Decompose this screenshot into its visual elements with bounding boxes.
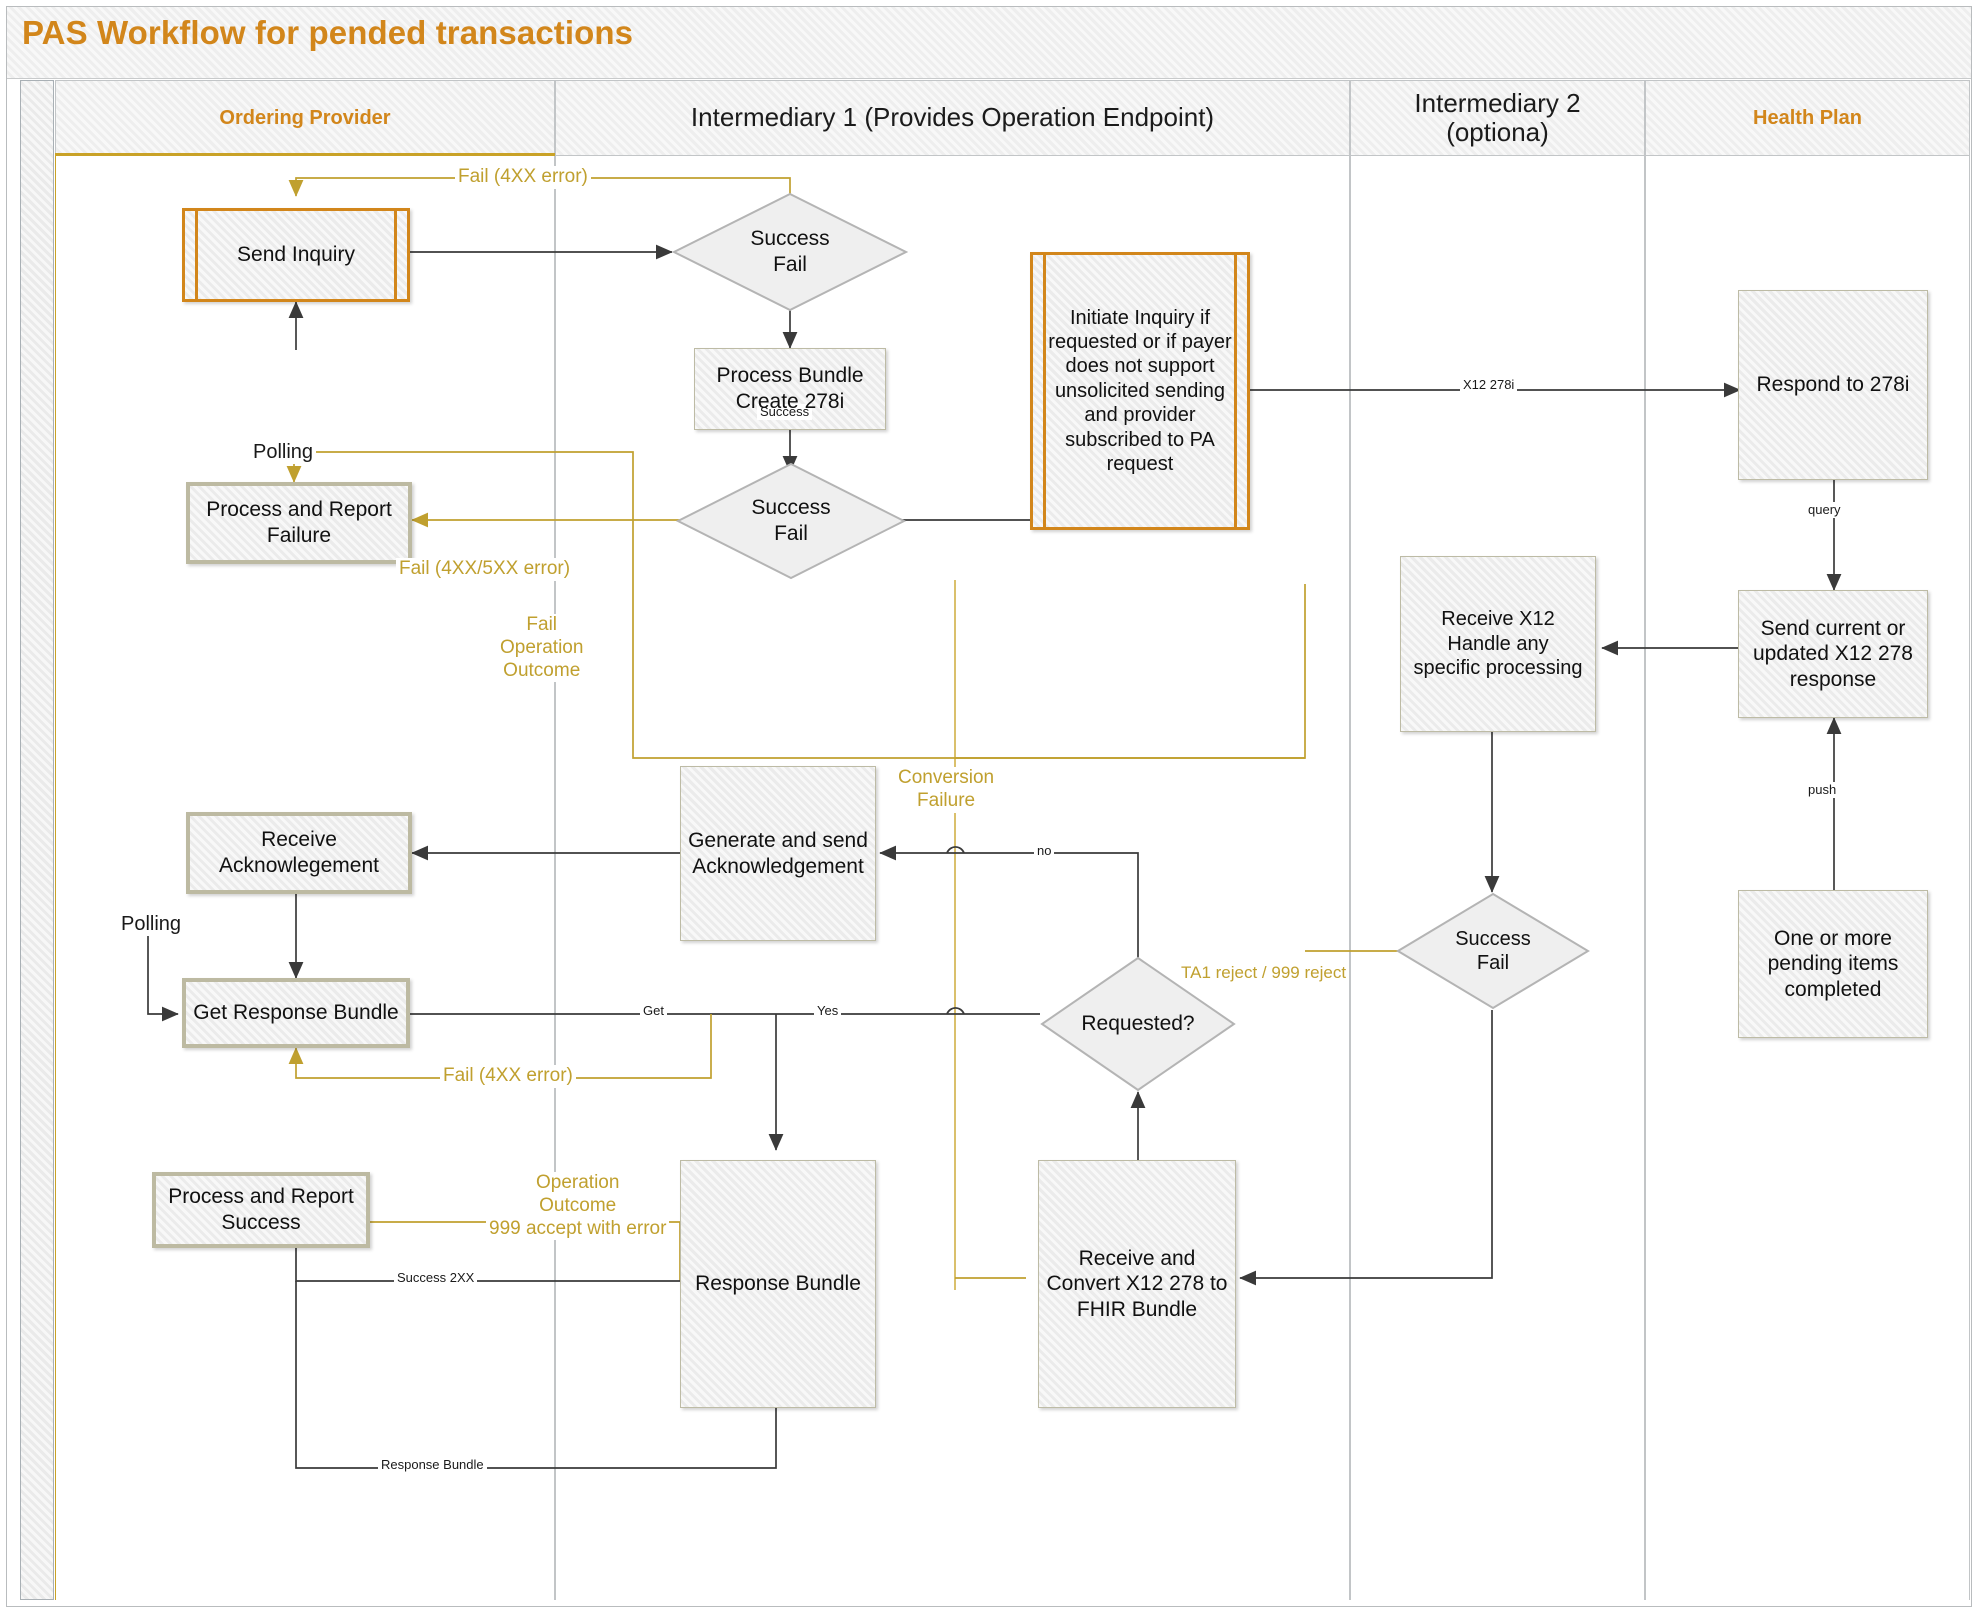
edge-label-get: Get bbox=[640, 1003, 667, 1019]
node-label: Success Fail bbox=[1455, 927, 1531, 974]
page-title: PAS Workflow for pended transactions bbox=[22, 14, 634, 51]
lane-header-texture bbox=[1646, 81, 1969, 155]
node-label: Send current or updated X12 278 response bbox=[1753, 616, 1913, 691]
node-receive-x12[interactable]: Receive X12 Handle any specific processi… bbox=[1400, 556, 1596, 732]
title-texture bbox=[7, 7, 1971, 78]
node-receive-and-convert-x12-278[interactable]: Receive and Convert X12 278 to FHIR Bund… bbox=[1038, 1160, 1236, 1408]
node-send-inquiry[interactable]: Send Inquiry bbox=[182, 208, 410, 302]
edge-label-fail-operation-outcome: Fail Operation Outcome bbox=[497, 614, 587, 683]
edge-label-query: query bbox=[1805, 502, 1844, 518]
node-label: Respond to 278i bbox=[1756, 373, 1910, 397]
node-label: Process and Report Failure bbox=[206, 498, 392, 547]
diamond-shape bbox=[672, 192, 908, 312]
edge-label-fail-4xx-bottom: Fail (4XX error) bbox=[440, 1065, 576, 1088]
node-label: Generate and send Acknowledgement bbox=[688, 828, 868, 878]
node-label: Receive Acknowlegement bbox=[219, 828, 379, 877]
node-generate-and-send-acknowledgement[interactable]: Generate and send Acknowledgement bbox=[680, 766, 876, 941]
node-label: One or more pending items completed bbox=[1767, 926, 1899, 1001]
edge-label-ta1-999-reject: TA1 reject / 999 reject bbox=[1178, 963, 1350, 984]
node-pending-items-completed[interactable]: One or more pending items completed bbox=[1738, 890, 1928, 1038]
pool-header-strip bbox=[20, 80, 54, 1600]
node-success-fail-2[interactable]: Success Fail bbox=[676, 462, 906, 580]
lane-header-intermediary-1: Intermediary 1 (Provides Operation Endpo… bbox=[555, 80, 1350, 156]
edge-label-fail-4xx-5xx: Fail (4XX/5XX error) bbox=[396, 558, 574, 581]
lane-header-texture bbox=[1351, 81, 1644, 155]
node-label: Success Fail bbox=[751, 496, 831, 545]
node-process-and-report-success[interactable]: Process and Report Success bbox=[152, 1172, 370, 1248]
edge-label-success-2xx: Success 2XX bbox=[394, 1270, 478, 1286]
lane-label-health-plan: Health Plan bbox=[1753, 106, 1862, 129]
edge-label-push: push bbox=[1805, 782, 1840, 798]
edge-label-polling-top: Polling bbox=[250, 440, 317, 464]
node-response-bundle[interactable]: Response Bundle bbox=[680, 1160, 876, 1408]
node-label: Process Bundle Create 278i bbox=[716, 364, 864, 413]
node-label: Initiate Inquiry if requested or if paye… bbox=[1048, 306, 1232, 475]
edge-label-response-bundle: Response Bundle bbox=[378, 1457, 487, 1473]
node-receive-acknowlegement[interactable]: Receive Acknowlegement bbox=[186, 812, 412, 894]
node-success-fail-3[interactable]: Success Fail bbox=[1396, 892, 1590, 1010]
lane-header-health-plan: Health Plan bbox=[1645, 80, 1970, 156]
pool-strip-texture bbox=[21, 81, 53, 1599]
edge-label-polling-mid: Polling bbox=[118, 912, 185, 936]
lane-label-intermediary-1: Intermediary 1 (Provides Operation Endpo… bbox=[690, 102, 1215, 133]
subprocess-bar-left bbox=[195, 211, 198, 299]
node-label: Receive X12 Handle any specific processi… bbox=[1413, 608, 1583, 680]
title-band bbox=[7, 7, 1971, 79]
edge-label-operation-outcome-999: Operation Outcome 999 accept with error bbox=[486, 1172, 670, 1241]
edge-label-no: no bbox=[1034, 843, 1055, 859]
node-label: Requested? bbox=[1081, 1012, 1195, 1036]
lane-header-texture bbox=[556, 81, 1349, 155]
node-label: Send Inquiry bbox=[237, 243, 355, 267]
node-get-response-bundle[interactable]: Get Response Bundle bbox=[182, 978, 410, 1048]
node-initiate-inquiry[interactable]: Initiate Inquiry if requested or if paye… bbox=[1030, 252, 1250, 530]
lane-header-ordering-provider: Ordering Provider bbox=[55, 80, 555, 156]
edge-label-x12-278i: X12 278i bbox=[1460, 377, 1518, 393]
diamond-shape bbox=[1040, 956, 1236, 1092]
node-label: Success Fail bbox=[750, 227, 830, 276]
lane-label-ordering-provider: Ordering Provider bbox=[219, 106, 391, 129]
node-process-and-report-failure[interactable]: Process and Report Failure bbox=[186, 482, 412, 564]
diamond-shape bbox=[676, 462, 906, 580]
lane-label-intermediary-2: Intermediary 2 (optiona) bbox=[1414, 87, 1581, 147]
node-send-current-or-updated-278[interactable]: Send current or updated X12 278 response bbox=[1738, 590, 1928, 718]
edge-label-conversion-failure: Conversion Failure bbox=[895, 767, 998, 813]
node-success-fail-1[interactable]: Success Fail bbox=[672, 192, 908, 312]
node-respond-to-278i[interactable]: Respond to 278i bbox=[1738, 290, 1928, 480]
node-label: Response Bundle bbox=[695, 1272, 861, 1296]
node-label: Process and Report Success bbox=[168, 1185, 354, 1234]
node-requested-decision[interactable]: Requested? bbox=[1040, 956, 1236, 1092]
subprocess-bar-right bbox=[394, 211, 397, 299]
node-label: Get Response Bundle bbox=[193, 1001, 399, 1025]
lane-header-intermediary-2: Intermediary 2 (optiona) bbox=[1350, 80, 1645, 156]
edge-label-success-1: Success bbox=[757, 404, 813, 420]
lane-accent-ordering-provider bbox=[55, 153, 555, 156]
edge-label-fail-4xx-top: Fail (4XX error) bbox=[455, 166, 591, 189]
edge-label-yes: Yes bbox=[814, 1003, 842, 1019]
diamond-shape bbox=[1396, 892, 1590, 1010]
node-label: Receive and Convert X12 278 to FHIR Bund… bbox=[1046, 1246, 1228, 1321]
lane-header-texture bbox=[56, 81, 554, 155]
